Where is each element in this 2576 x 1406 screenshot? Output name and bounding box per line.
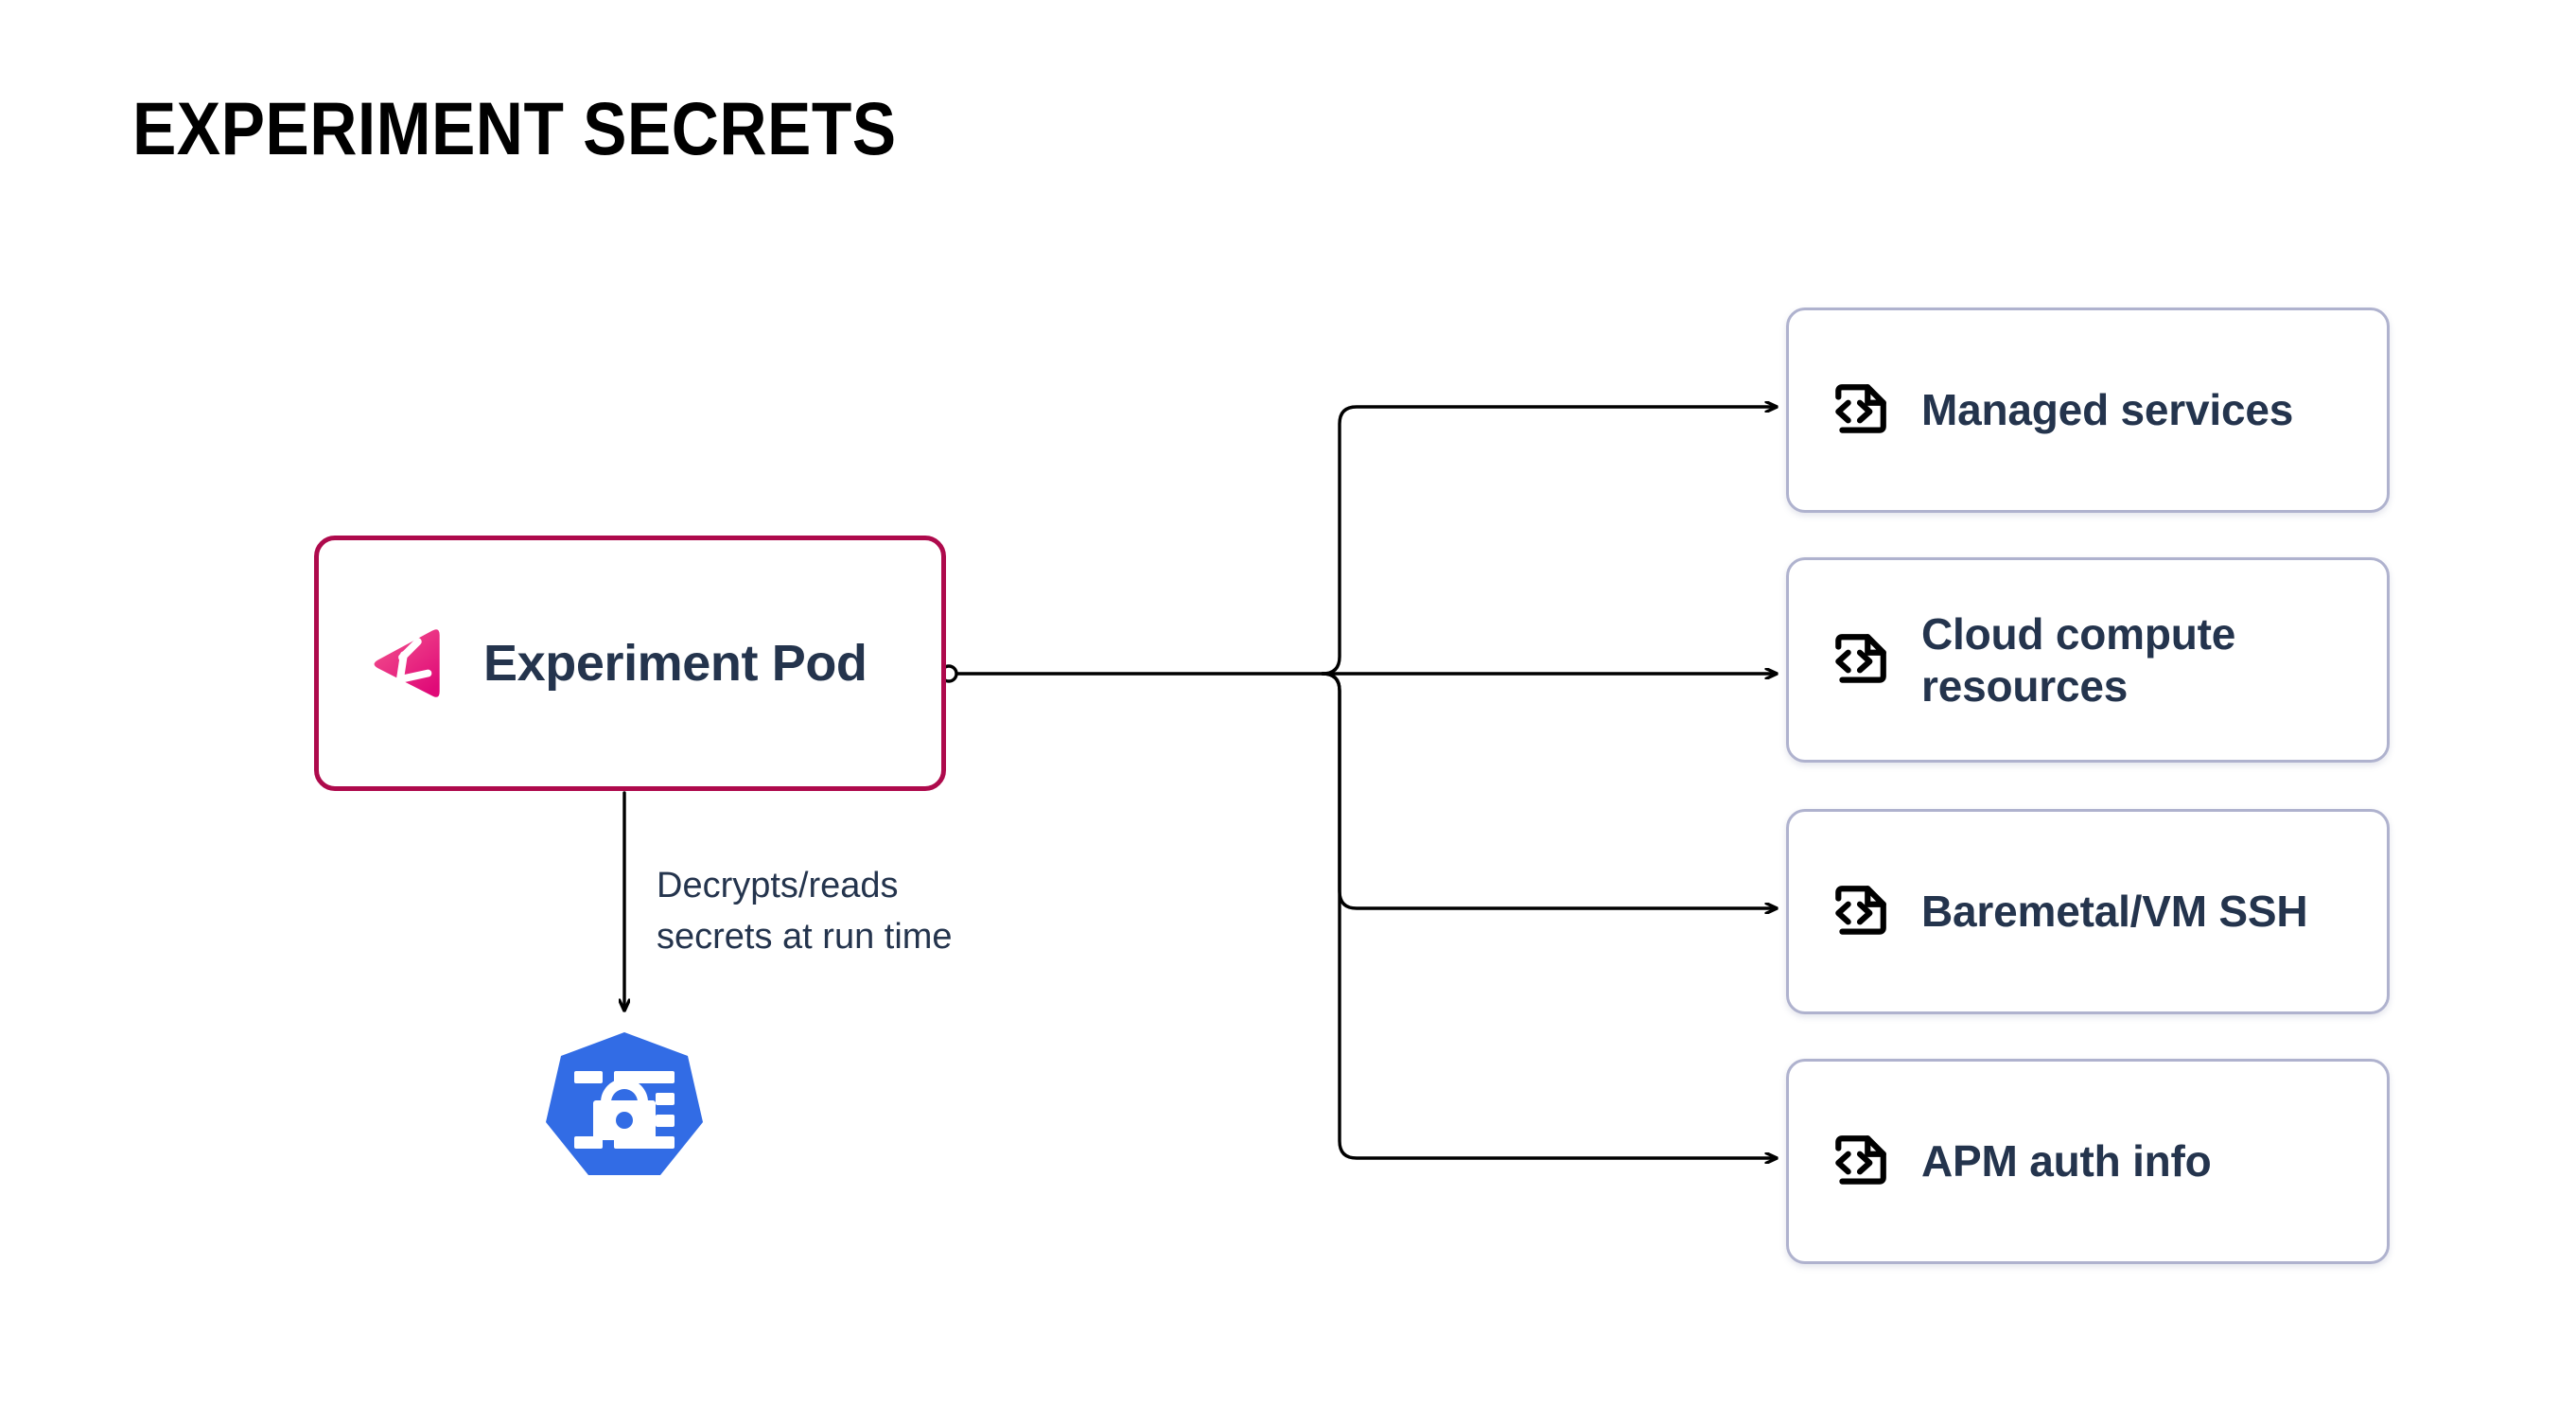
resource-card-label: Cloud compute resources [1921,609,2236,711]
experiment-pod-label: Experiment Pod [483,635,867,692]
connector-to-baremetal-ssh [1321,672,1779,908]
page-title: EXPERIMENT SECRETS [132,86,897,170]
gremlin-logo-icon [374,629,440,697]
code-file-icon [1835,1134,1886,1185]
connector-pod-trunk [939,664,1323,683]
resource-card-label: Baremetal/VM SSH [1921,887,2308,937]
secret-label: secret [587,1175,662,1205]
resource-card-apm-auth[interactable]: APM auth info [1786,1059,2390,1264]
resource-card-managed-services[interactable]: Managed services [1786,308,2390,513]
kubernetes-secret-icon: secret [546,1032,703,1205]
resource-card-label: Managed services [1921,385,2294,435]
code-file-icon [1835,383,1886,433]
code-file-icon [1835,885,1886,935]
edge-annotation-label: Decrypts/reads secrets at run time [657,866,953,957]
experiment-pod-node[interactable]: Experiment Pod [314,536,946,791]
connector-to-apm-auth [1321,672,1779,1158]
kubernetes-secret-node[interactable]: secret [534,1028,714,1213]
connector-to-managed-services [1321,407,1779,676]
resource-card-baremetal-ssh[interactable]: Baremetal/VM SSH [1786,809,2390,1014]
code-file-icon [1835,633,1886,683]
resource-card-cloud-compute[interactable]: Cloud compute resources [1786,557,2390,763]
resource-card-label: APM auth info [1921,1136,2212,1186]
